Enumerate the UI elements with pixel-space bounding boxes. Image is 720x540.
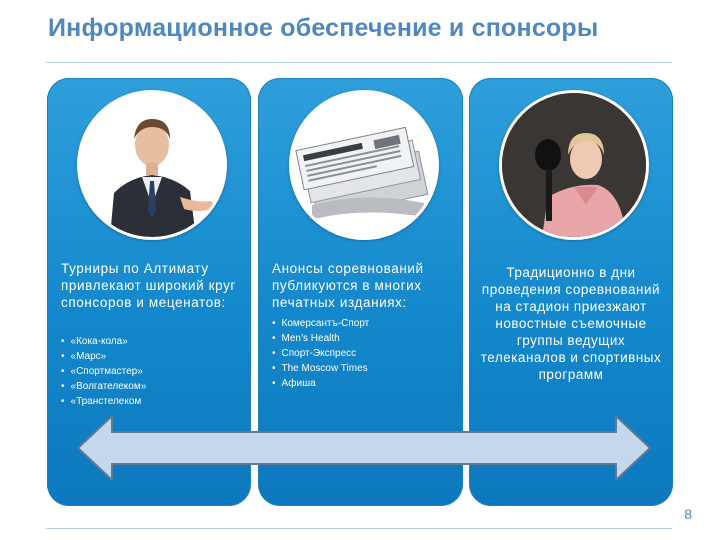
list-item: Комерсантъ-Спорт	[272, 316, 455, 331]
press-list: Комерсантъ-Спорт Men’s Health Спорт-Эксп…	[272, 316, 455, 391]
list-item: «Марс»	[61, 349, 243, 364]
reporter-photo	[499, 90, 649, 240]
sponsors-list: «Кока-кола» «Марс» «Спортмастер» «Волгат…	[61, 334, 243, 409]
list-item: «Кока-кола»	[61, 334, 243, 349]
list-item: «Транстелеком	[61, 394, 243, 409]
press-heading: Анонсы соревнований публикуются в многих…	[272, 261, 424, 310]
double-arrow-icon	[78, 416, 650, 480]
businessman-image	[80, 93, 224, 237]
list-item: The Moscow Times	[272, 361, 455, 376]
card-sponsors: Турниры по Алтимату привлекают широкий к…	[47, 78, 251, 506]
list-item: Men’s Health	[272, 331, 455, 346]
businessman-photo	[77, 90, 227, 240]
newspapers-image	[291, 93, 436, 237]
list-item: «Спортмастер»	[61, 364, 243, 379]
list-item: «Волгателеком»	[61, 379, 243, 394]
list-item: Афиша	[272, 376, 455, 391]
slide-title: Информационное обеспечение и спонсоры	[48, 14, 599, 42]
bottom-divider	[46, 528, 672, 529]
tv-text: Традиционно в дни проведения соревновани…	[480, 265, 662, 382]
newspapers-photo	[288, 90, 439, 240]
title-divider	[46, 62, 672, 63]
reporter-image	[502, 93, 646, 237]
sponsors-heading: Турниры по Алтимату привлекают широкий к…	[61, 261, 236, 310]
page-number: 8	[684, 506, 692, 522]
list-item: Спорт-Экспресс	[272, 346, 455, 361]
